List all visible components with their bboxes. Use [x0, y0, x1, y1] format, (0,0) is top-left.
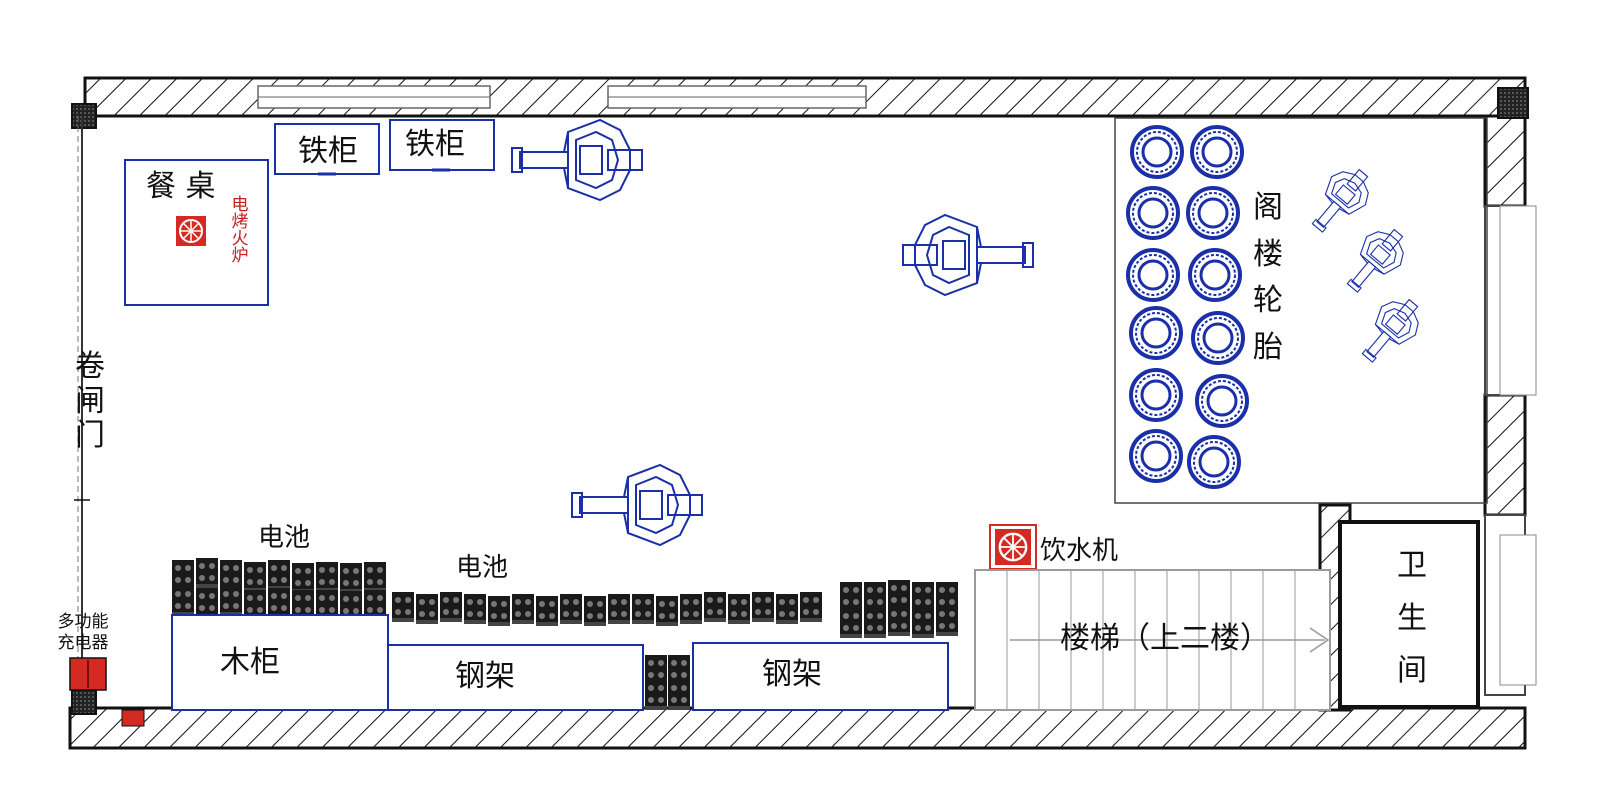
attic-tires-label: 阁楼轮胎 — [1253, 190, 1283, 365]
steel-rack-2 — [692, 642, 949, 711]
battery-2-label: 电池 — [456, 553, 509, 583]
water-dispenser-icon — [993, 527, 1033, 567]
motorcycle-icon — [1300, 158, 1381, 243]
wood-cabinet — [171, 614, 389, 711]
steel-rack-1-label: 钢架 — [455, 659, 515, 694]
motorcycle-icon — [571, 464, 703, 546]
dining-table — [124, 159, 269, 306]
restroom-label: 卫生间 — [1397, 548, 1427, 688]
stairs-label: 楼梯（上二楼） — [1060, 621, 1270, 656]
grill-label: 电烤火炉 — [231, 195, 249, 266]
battery-1-label: 电池 — [258, 523, 311, 553]
steel-rack-2-label: 钢架 — [762, 657, 822, 692]
stairs — [974, 569, 1331, 711]
battery-cluster-1 — [172, 558, 386, 621]
motorcycle-icon — [902, 214, 1034, 296]
roller-door — [74, 116, 90, 690]
motorcycle-icon — [1335, 218, 1416, 303]
wood-cabinet-label: 木柜 — [220, 645, 280, 680]
motorcycle-icon — [1350, 288, 1431, 373]
iron-cabinet-2-label: 铁柜 — [405, 127, 465, 162]
roller-door-label: 卷闸门 — [75, 349, 105, 453]
dining-table-label: 餐 桌 — [146, 169, 216, 204]
restroom — [1338, 520, 1480, 709]
attic-area — [1114, 117, 1488, 504]
tire-stack — [1126, 125, 1249, 489]
charger-label: 多功能充电器 — [57, 612, 109, 654]
heater-icon — [175, 215, 207, 247]
water-dispenser-label: 饮水机 — [1040, 536, 1119, 566]
motorcycle-icon — [511, 119, 643, 201]
steel-rack-1 — [387, 644, 644, 711]
iron-cabinet-1-label: 铁柜 — [298, 134, 358, 169]
socket — [121, 709, 145, 727]
